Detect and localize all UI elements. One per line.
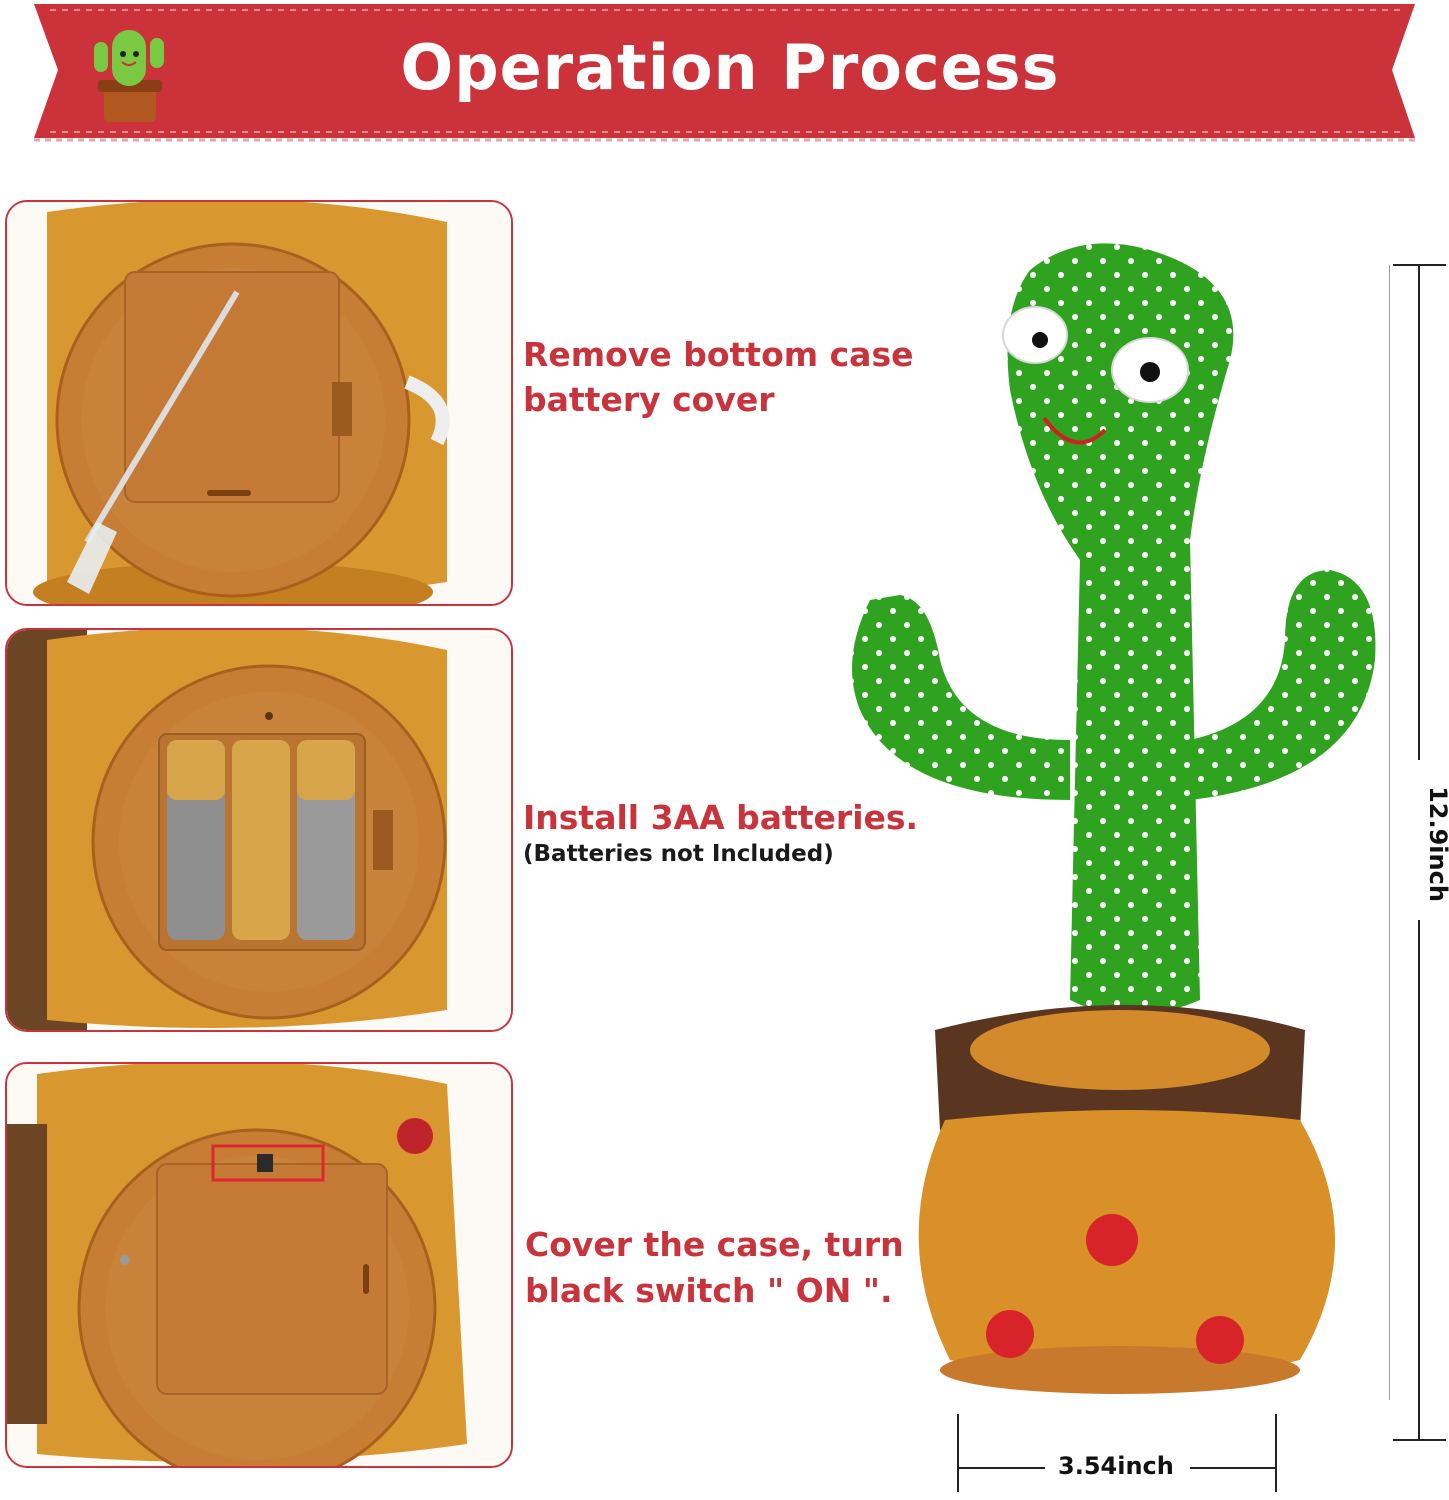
step1-photo <box>5 200 513 606</box>
step3-line1: Cover the case, turn <box>525 1225 904 1264</box>
step1-line1: Remove bottom case <box>523 335 914 374</box>
width-dimension-label: 3.54inch <box>1058 1452 1174 1480</box>
step3-photo <box>5 1062 513 1468</box>
switch-on-photo <box>7 1064 511 1466</box>
step1-line2: battery cover <box>523 380 775 419</box>
step2-note: (Batteries not Included) <box>523 841 834 867</box>
banner-ribbon <box>34 4 1415 142</box>
battery-install-photo <box>7 630 511 1030</box>
battery-cover-photo <box>7 202 511 604</box>
banner-title: Operation Process <box>400 31 1060 104</box>
dancing-cactus-product <box>830 240 1391 1424</box>
step2-photo <box>5 628 513 1032</box>
step3-line2: black switch " ON ". <box>525 1271 893 1310</box>
cactus-logo-icon <box>94 30 164 122</box>
height-dimension-label: 12.9inch <box>1423 786 1449 902</box>
banner: Operation Process <box>0 0 1449 150</box>
step2-line1: Install 3AA batteries. <box>523 798 919 837</box>
cactus-toy-illustration <box>852 243 1391 1400</box>
